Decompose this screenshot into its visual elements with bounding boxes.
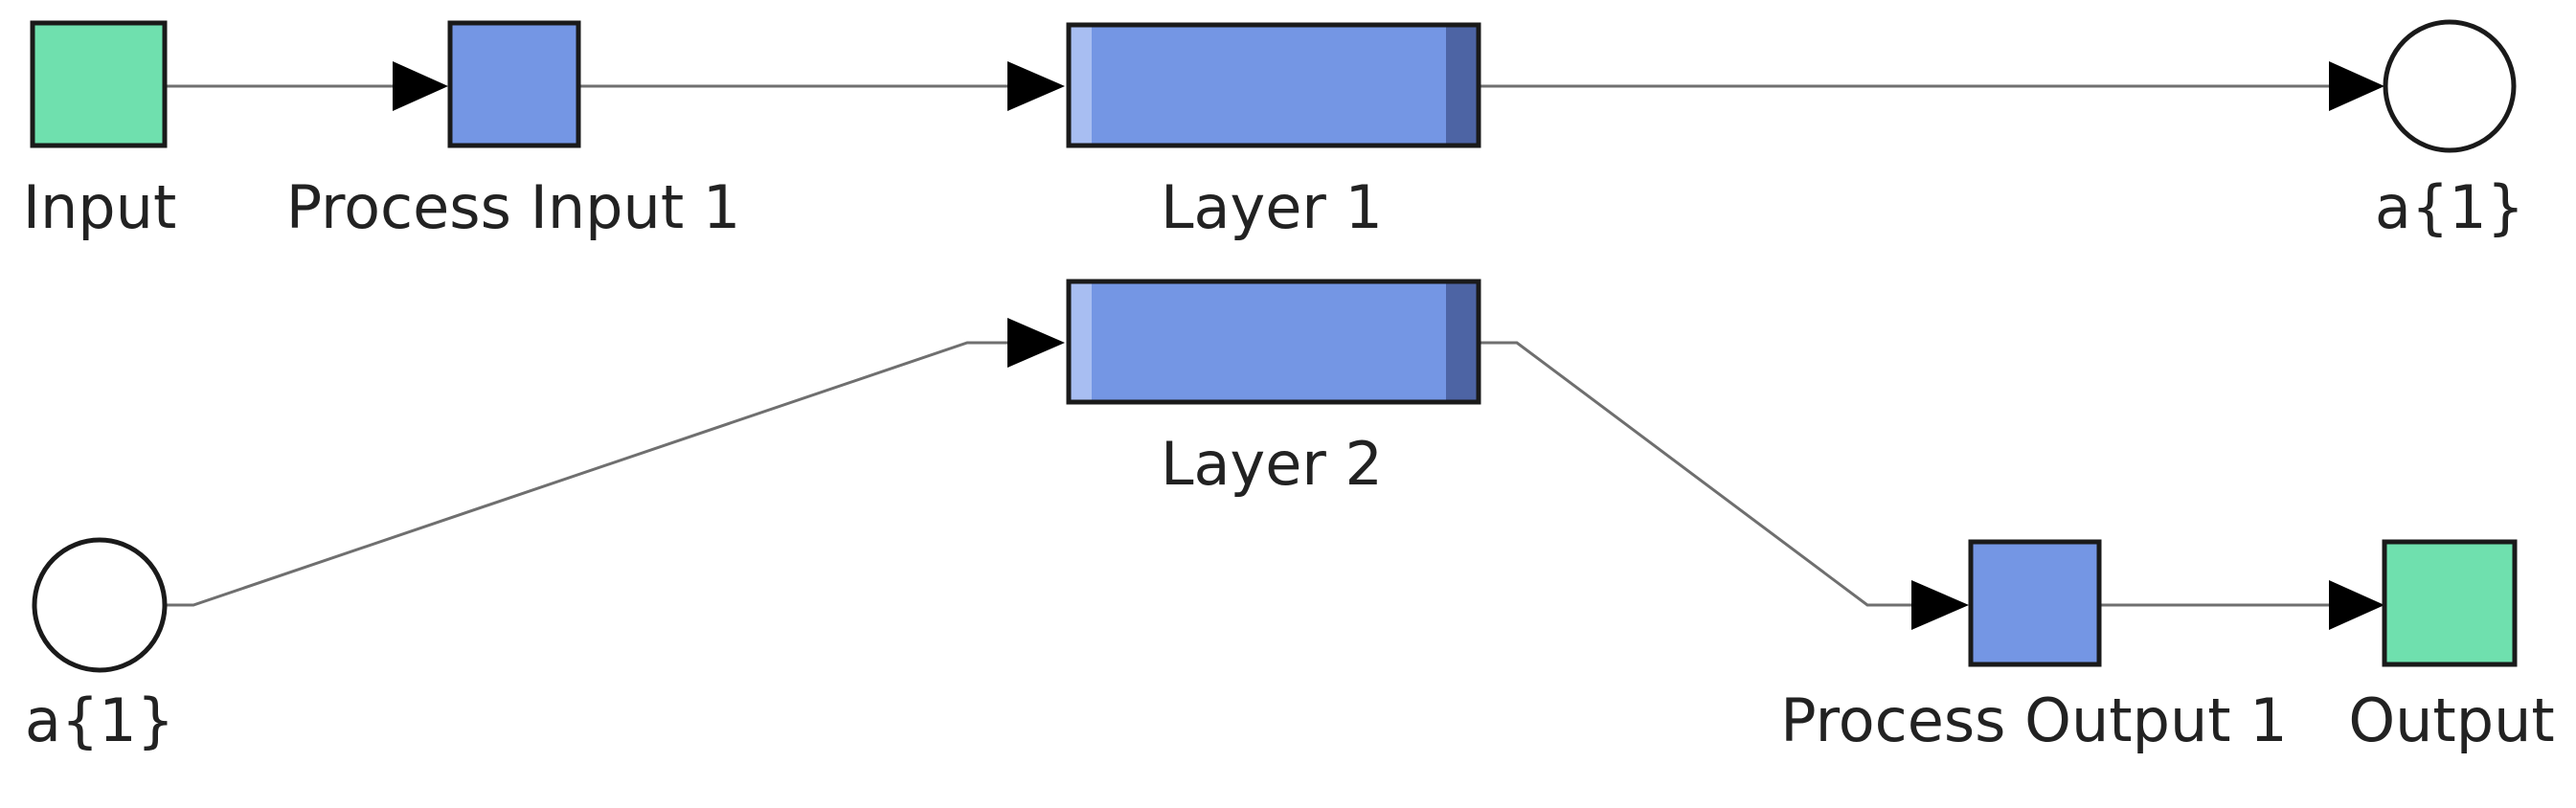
arrow-goto xyxy=(2329,61,2384,111)
from-a1-label: a{1} xyxy=(25,685,174,755)
layer1-block-fill xyxy=(1069,25,1479,146)
layer1-block[interactable] xyxy=(1066,22,1481,148)
arrow-process-input xyxy=(393,61,448,111)
goto-a1-terminal[interactable] xyxy=(2383,19,2517,153)
from-a1-terminal[interactable] xyxy=(32,537,168,673)
layer2-block-highlight xyxy=(1071,283,1092,400)
wire-layer2-to-process-output xyxy=(1479,341,1919,607)
wire-from-to-layer2 xyxy=(167,341,1017,607)
layer2-block-shadow xyxy=(1446,283,1477,400)
layer2-block-outline xyxy=(1066,279,1481,405)
input-label: Input xyxy=(23,172,177,242)
layer2-label: Layer 2 xyxy=(1161,429,1383,499)
input-block[interactable] xyxy=(30,20,168,148)
layer1-block-shadow xyxy=(1446,27,1477,144)
layer1-label: Layer 1 xyxy=(1161,172,1383,242)
goto-a1-label: a{1} xyxy=(2375,172,2524,242)
arrow-process-output xyxy=(1911,580,1969,630)
layer1-block-highlight xyxy=(1071,27,1092,144)
layer2-block[interactable] xyxy=(1066,279,1481,405)
process-output-label: Process Output 1 xyxy=(1780,685,2287,755)
process-output-block[interactable] xyxy=(1968,539,2102,667)
process-input-label: Process Input 1 xyxy=(286,172,741,242)
output-block[interactable] xyxy=(2382,539,2518,667)
arrow-output xyxy=(2329,580,2384,630)
arrow-layer2 xyxy=(1007,318,1065,368)
layer2-block-fill xyxy=(1069,281,1479,402)
process-input-block[interactable] xyxy=(447,20,581,148)
output-label: Output xyxy=(2348,685,2554,755)
layer1-block-outline xyxy=(1066,22,1481,148)
arrow-layer1 xyxy=(1007,61,1065,111)
